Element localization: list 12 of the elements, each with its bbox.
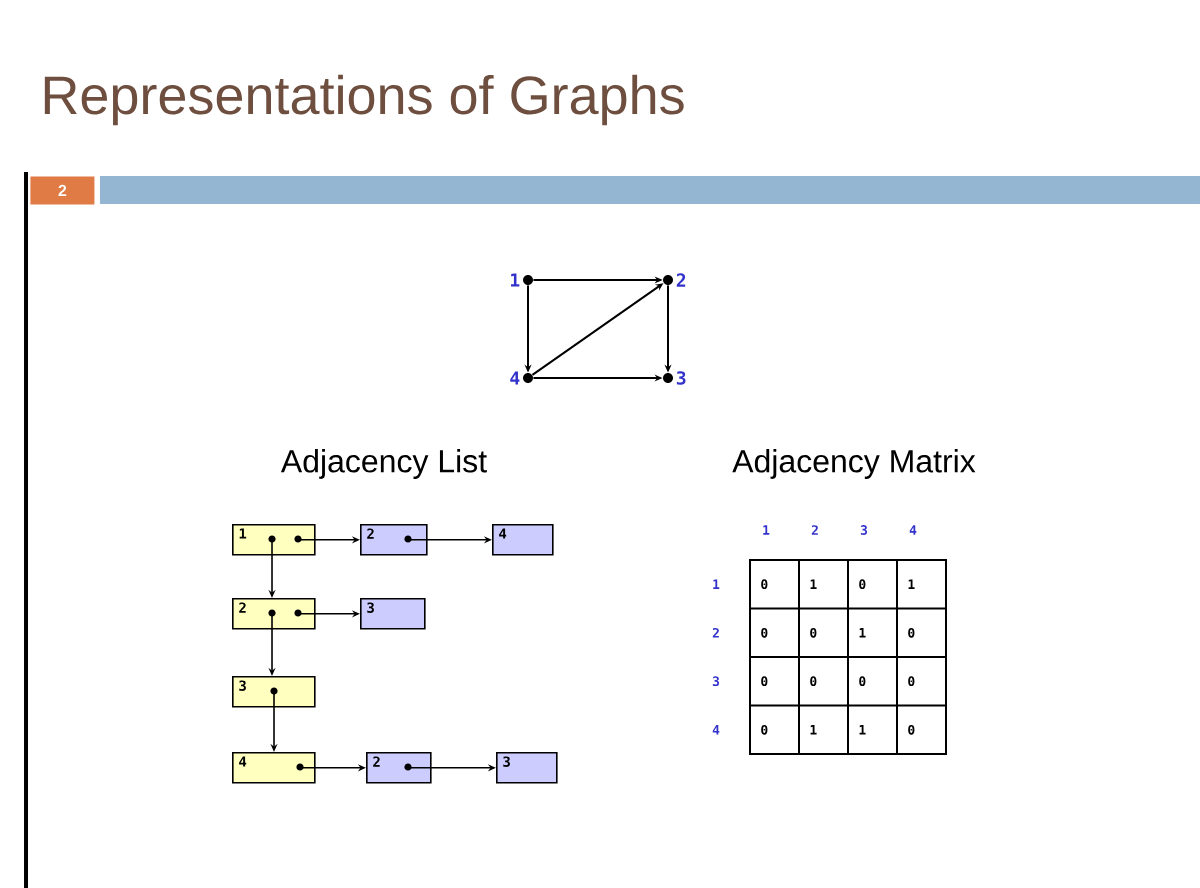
slide-title: Representations of Graphs xyxy=(44,74,684,126)
node-label: 1 xyxy=(511,273,520,287)
vertex: 2 xyxy=(663,273,686,287)
vertex: 1 xyxy=(511,273,533,287)
node-label: 3 xyxy=(676,371,686,385)
node-label: 4 xyxy=(510,371,520,385)
node-label: 2 xyxy=(676,273,686,287)
section-heading: Adjacency Matrix xyxy=(732,449,976,479)
vertex: 3 xyxy=(663,371,686,385)
vertex: 4 xyxy=(510,371,533,385)
slide-number: 2 xyxy=(30,176,95,205)
section-heading: Adjacency List xyxy=(280,449,487,479)
